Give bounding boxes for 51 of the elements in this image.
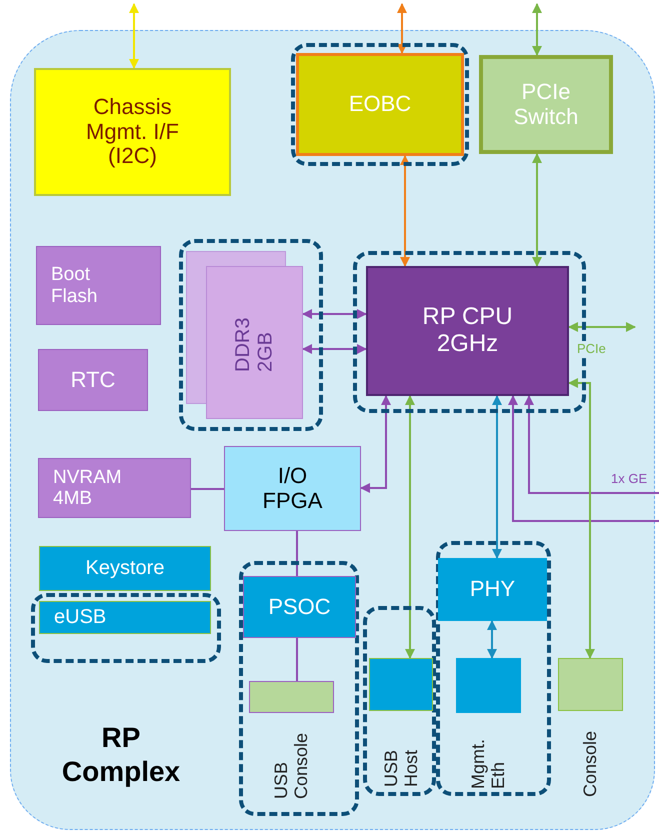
- block-label: eUSB: [54, 606, 106, 629]
- arrow: [508, 395, 659, 522]
- connector-line: [296, 531, 298, 576]
- storage-block: [39, 546, 211, 591]
- block-label: DDR3 2GB: [232, 316, 277, 372]
- port-label: Console: [580, 730, 601, 797]
- arrow: [492, 395, 502, 559]
- arrow: [397, 3, 407, 54]
- processor-block: [366, 266, 569, 396]
- block-label: Keystore: [86, 557, 164, 580]
- block-label: PSOC: [268, 594, 331, 620]
- arrow: [532, 153, 542, 267]
- memory-block: [38, 458, 191, 518]
- phy-block: [438, 558, 547, 621]
- connector-line: [296, 638, 298, 681]
- arrow: [487, 620, 497, 659]
- edge-label: PCIe: [575, 341, 608, 356]
- controller-block: [243, 576, 356, 638]
- arrow: [568, 378, 595, 659]
- clock-block: [38, 349, 148, 411]
- connector-line: [191, 488, 224, 490]
- memory-module: [206, 266, 303, 419]
- block-label: Chassis Mgmt. I/F (I2C): [85, 95, 180, 169]
- block-label: RTC: [70, 368, 116, 392]
- arrow: [400, 155, 410, 267]
- port-label: USB Host: [380, 748, 422, 787]
- arrow: [532, 3, 542, 56]
- arrow: [405, 395, 415, 659]
- arrow: [129, 3, 139, 69]
- interface-block: [34, 68, 231, 196]
- edge-label: 1x GE: [609, 471, 650, 486]
- block-label: Boot Flash: [51, 264, 98, 307]
- arrow: [568, 322, 636, 332]
- group-title: RP Complex: [60, 721, 182, 788]
- fpga-block: [224, 446, 361, 531]
- block-label: PCIe Switch: [512, 80, 580, 130]
- arrow: [524, 395, 659, 494]
- controller-block: [296, 53, 464, 156]
- memory-block: [36, 246, 161, 325]
- block-label: RP CPU 2GHz: [421, 304, 514, 358]
- switch-block: [479, 55, 613, 154]
- block-label: NVRAM 4MB: [53, 466, 123, 510]
- block-label: EOBC: [348, 92, 412, 117]
- block-label: PHY: [470, 577, 516, 602]
- arrow: [302, 309, 367, 319]
- port-label: Mgmt. Eth: [468, 738, 509, 789]
- arrow: [302, 344, 367, 354]
- port-label: USB Console: [271, 732, 312, 799]
- storage-block: [39, 601, 211, 634]
- block-label: I/O FPGA: [262, 464, 324, 514]
- arrow: [360, 395, 391, 493]
